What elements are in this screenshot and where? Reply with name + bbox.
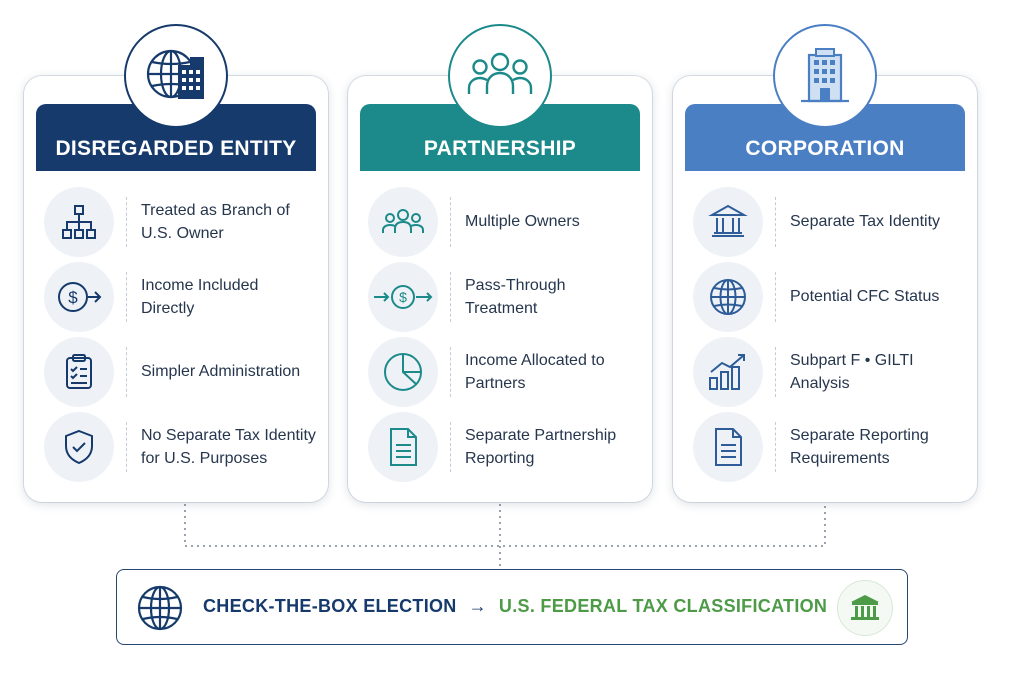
pie-chart-icon [368,336,438,407]
check-the-box-banner: CHECK-THE-BOX ELECTION → U.S. FEDERAL TA… [116,569,908,645]
row-text: Separate Partnership Reporting [465,426,617,467]
list-item: Simpler Administration [44,334,316,409]
arrow-icon: → [468,596,487,616]
list-item: Potential CFC Status [693,259,965,334]
bank-building-icon [837,580,893,636]
svg-text:$: $ [399,289,407,305]
row-text: No Separate Tax Identity for U.S. Purpos… [141,426,316,467]
svg-text:$: $ [68,288,78,307]
globe-icon [135,583,185,638]
growth-chart-icon [693,336,763,407]
card-header-corporation: CORPORATION [685,104,965,171]
document-icon [368,411,438,482]
election-label: CHECK-THE-BOX ELECTION [203,596,457,616]
list-item: $ Income Included Directly [44,259,316,334]
list-item: Multiple Owners [368,184,640,259]
list-item: No Separate Tax Identity for U.S. Purpos… [44,409,316,484]
group-people-icon [448,24,552,128]
card-title: PARTNERSHIP [423,136,577,160]
row-text: Simpler Administration [141,363,301,380]
card-disregarded-entity: DISREGARDED ENTITY [24,24,328,502]
row-text: Potential CFC Status [790,288,940,305]
pass-through-dollar-icon: $ [368,261,438,332]
row-text: Pass-Through Treatment [465,276,566,317]
dollar-arrow-icon: $ [44,261,114,332]
office-building-icon [773,24,877,128]
document-icon [693,411,763,482]
card-partnership: PARTNERSHIP Multiple Owners $ [348,24,652,502]
globe-building-icon [124,24,228,128]
shield-check-icon [44,411,114,482]
row-text: Income Included Directly [141,276,259,317]
globe-icon [693,261,763,332]
row-text: Treated as Branch of U.S. Owner [141,201,290,242]
card-title: CORPORATION [745,136,905,160]
list-item: Income Allocated to Partners [368,334,640,409]
card-corporation: CORPORATION Separate Tax Identity [673,24,977,502]
card-title: DISREGARDED ENTITY [55,136,297,160]
row-text: Separate Reporting Requirements [790,426,929,467]
row-text: Subpart F • GILTI Analysis [790,351,914,392]
bank-building-icon [693,186,763,257]
people-icon [368,186,438,257]
org-chart-icon [44,186,114,257]
list-item: Separate Reporting Requirements [693,409,965,484]
list-item: Separate Partnership Reporting [368,409,640,484]
list-item: Treated as Branch of U.S. Owner [44,184,316,259]
row-text: Multiple Owners [465,213,580,230]
clipboard-checklist-icon [44,336,114,407]
card-header-partnership: PARTNERSHIP [360,104,640,171]
list-item: $ Pass-Through Treatment [368,259,640,334]
row-text: Separate Tax Identity [790,213,941,230]
list-item: Separate Tax Identity [693,184,965,259]
row-text: Income Allocated to Partners [465,351,605,392]
list-item: Subpart F • GILTI Analysis [693,334,965,409]
classification-label: U.S. FEDERAL TAX CLASSIFICATION [498,596,828,616]
